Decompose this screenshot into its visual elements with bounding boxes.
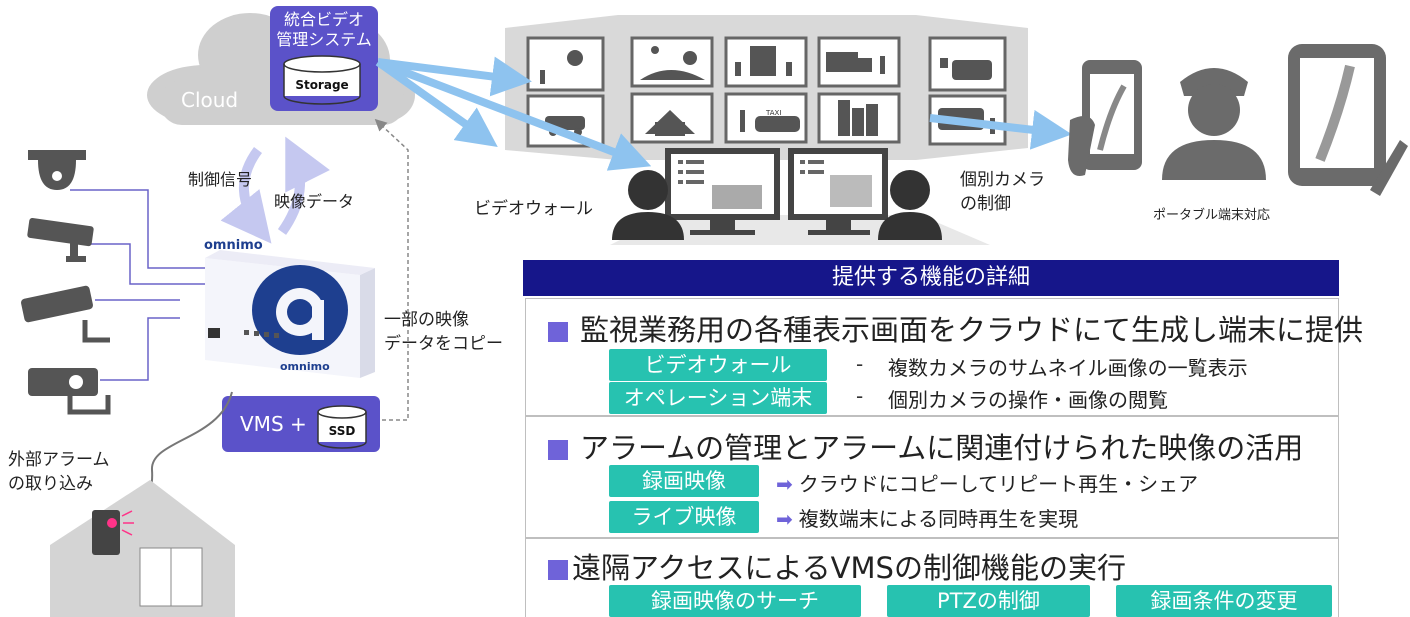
house-icon [50, 480, 235, 617]
tag-ptz-control: PTZの制御 [887, 585, 1090, 617]
tablet-icon [1288, 44, 1408, 196]
tag-recording-search: 録画映像のサーチ [609, 585, 861, 617]
arrow-right-icon: ➡ [776, 507, 793, 531]
feature-section-1-title: 監視業務用の各種表示画面をクラウドにて生成し端末に提供 [548, 307, 1363, 349]
copy-label: 一部の映像 データをコピー [384, 308, 503, 356]
brand-name-front: omnimo [280, 360, 330, 373]
camera-control-line1: 個別カメラ [960, 170, 1045, 190]
taxi-sign: TAXI [766, 109, 782, 117]
bullet-camera-icon [21, 285, 110, 343]
recorded-video-description: ➡クラウドにコピーしてリピート再生・シェア [776, 468, 1198, 497]
feature-section-2: アラームの管理とアラームに関連付けられた映像の活用 録画映像 ➡クラウドにコピー… [525, 416, 1339, 538]
operation-terminal-description: 個別カメラの操作・画像の閲覧 [888, 388, 1168, 412]
bullet-square-icon [548, 322, 568, 342]
box-camera-icon [27, 218, 94, 262]
section-1-title-text: 監視業務用の各種表示画面をクラウドにて生成し端末に提供 [580, 313, 1364, 347]
distribution-arrows [375, 56, 1072, 171]
ssd-icon [317, 405, 367, 449]
tag-operation-terminal: オペレーション端末 [609, 382, 827, 414]
copy-dashed-line [374, 118, 409, 421]
system-title-line2: 管理システム [276, 30, 372, 49]
storage-label: Storage [295, 78, 349, 92]
feature-section-2-title: アラームの管理とアラームに関連付けられた映像の活用 [548, 425, 1303, 467]
portable-label: ポータブル端末対応 [1153, 208, 1271, 223]
police-officer-icon [1162, 68, 1266, 180]
ptz-camera-icon [28, 368, 111, 415]
video-wall-description: 複数カメラのサムネイル画像の一覧表示 [888, 356, 1248, 380]
alarm-label-line2: の取り込み [8, 474, 93, 494]
live-video-description: ➡複数端末による同時再生を実現 [776, 503, 1078, 532]
bullet-square-icon [548, 440, 568, 460]
alarm-label: 外部アラーム の取り込み [8, 448, 110, 496]
video-data-label: 映像データ [274, 192, 355, 211]
camera-control-line2: の制御 [960, 194, 1011, 214]
section-2-title-text: アラームの管理とアラームに関連付けられた映像の活用 [580, 431, 1304, 465]
omnimo-device [205, 250, 375, 378]
camera-wires [70, 189, 210, 381]
video-wall-label: ビデオウォール [474, 199, 593, 219]
operator-desk [610, 148, 990, 245]
copy-label-line2: データをコピー [384, 334, 503, 354]
bullet-square-icon [548, 560, 568, 580]
separator-dash: - [856, 352, 864, 376]
tag-recording-conditions: 録画条件の変更 [1116, 585, 1332, 617]
tag-recorded-video: 録画映像 [609, 465, 759, 497]
alarm-label-line1: 外部アラーム [8, 450, 110, 470]
camera-control-label: 個別カメラ の制御 [960, 168, 1045, 216]
section-3-title-text: 遠隔アクセスによるVMSの制御機能の実行 [572, 551, 1126, 585]
smartphone-hand-icon [1068, 60, 1142, 176]
ssd-label: SSD [328, 424, 356, 438]
copy-label-line1: 一部の映像 [384, 310, 469, 330]
system-box-title: 統合ビデオ 管理システム [276, 10, 372, 50]
brand-name-top: omnimo [204, 238, 263, 253]
cloud-label: Cloud [181, 88, 239, 112]
separator-dash: - [856, 384, 864, 408]
tag-live-video: ライブ映像 [609, 501, 759, 533]
dome-camera-icon [28, 150, 86, 190]
tag-video-wall: ビデオウォール [609, 349, 827, 381]
live-video-text: 複数端末による同時再生を実現 [798, 507, 1079, 531]
feature-section-3: 遠隔アクセスによるVMSの制御機能の実行 録画映像のサーチ PTZの制御 録画条… [525, 538, 1339, 617]
features-header: 提供する機能の詳細 [523, 260, 1339, 296]
video-data-arrow [277, 136, 331, 235]
control-signal-label: 制御信号 [188, 170, 253, 189]
feature-section-3-title: 遠隔アクセスによるVMSの制御機能の実行 [548, 545, 1126, 587]
recorded-video-text: クラウドにコピーしてリピート再生・シェア [798, 472, 1199, 496]
feature-section-1: 監視業務用の各種表示画面をクラウドにて生成し端末に提供 ビデオウォール - 複数… [525, 298, 1363, 416]
control-signal-arrow [220, 147, 272, 244]
vms-label: VMS + [240, 412, 307, 436]
system-title-line1: 統合ビデオ [283, 10, 364, 29]
arrow-right-icon: ➡ [776, 472, 793, 496]
storage-icon [283, 55, 361, 105]
